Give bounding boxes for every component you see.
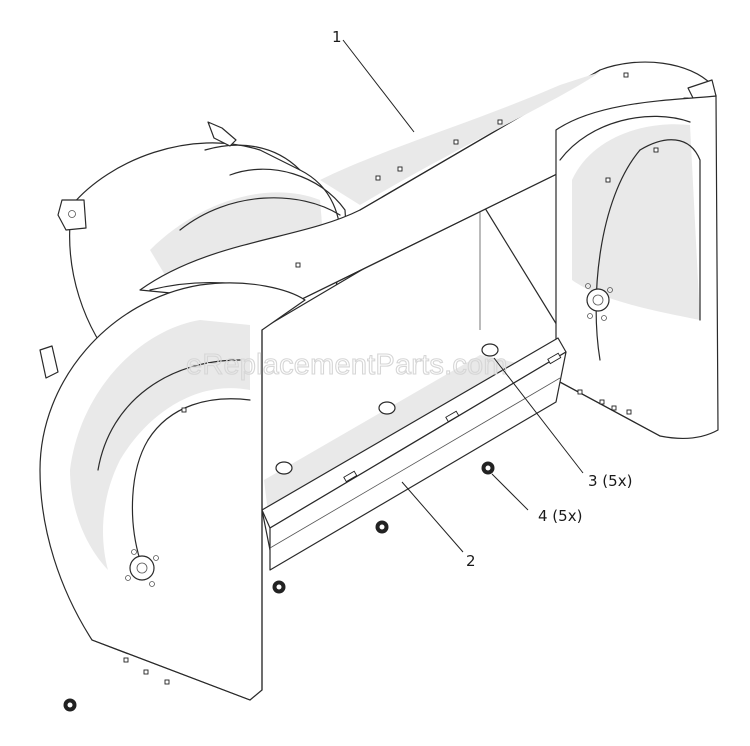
hex-nut (63, 698, 77, 712)
hex-nut (375, 520, 389, 534)
carriage-bolts (275, 343, 499, 475)
hex-nut (481, 461, 495, 475)
callout-4: 4 (5x) (538, 507, 582, 525)
callout-3: 3 (5x) (588, 472, 632, 490)
hex-nut (272, 580, 286, 594)
callout-2: 2 (466, 552, 476, 570)
hex-nuts (63, 461, 495, 712)
left-side-plate (39, 282, 306, 701)
callout-leaders (342, 39, 584, 553)
watermark: eReplacementParts.com (186, 349, 508, 381)
scraper-bar (261, 337, 567, 571)
callout-1: 1 (332, 28, 342, 46)
right-side-plate (555, 95, 719, 440)
